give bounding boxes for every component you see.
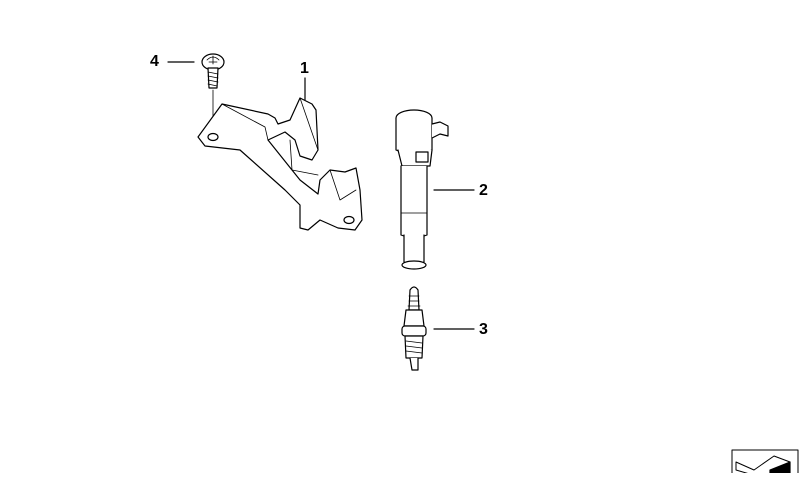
callout-label-4: 4 — [150, 53, 159, 70]
isometric-block-icon[interactable] — [731, 449, 799, 478]
callout-label-2: 2 — [479, 182, 488, 199]
spark-plug-part — [401, 286, 427, 371]
screw-part — [201, 53, 225, 127]
ignition-coil-part — [395, 109, 449, 270]
callout-label-3: 3 — [479, 321, 488, 338]
callout-label-1: 1 — [300, 60, 309, 77]
bracket-part — [197, 97, 363, 231]
